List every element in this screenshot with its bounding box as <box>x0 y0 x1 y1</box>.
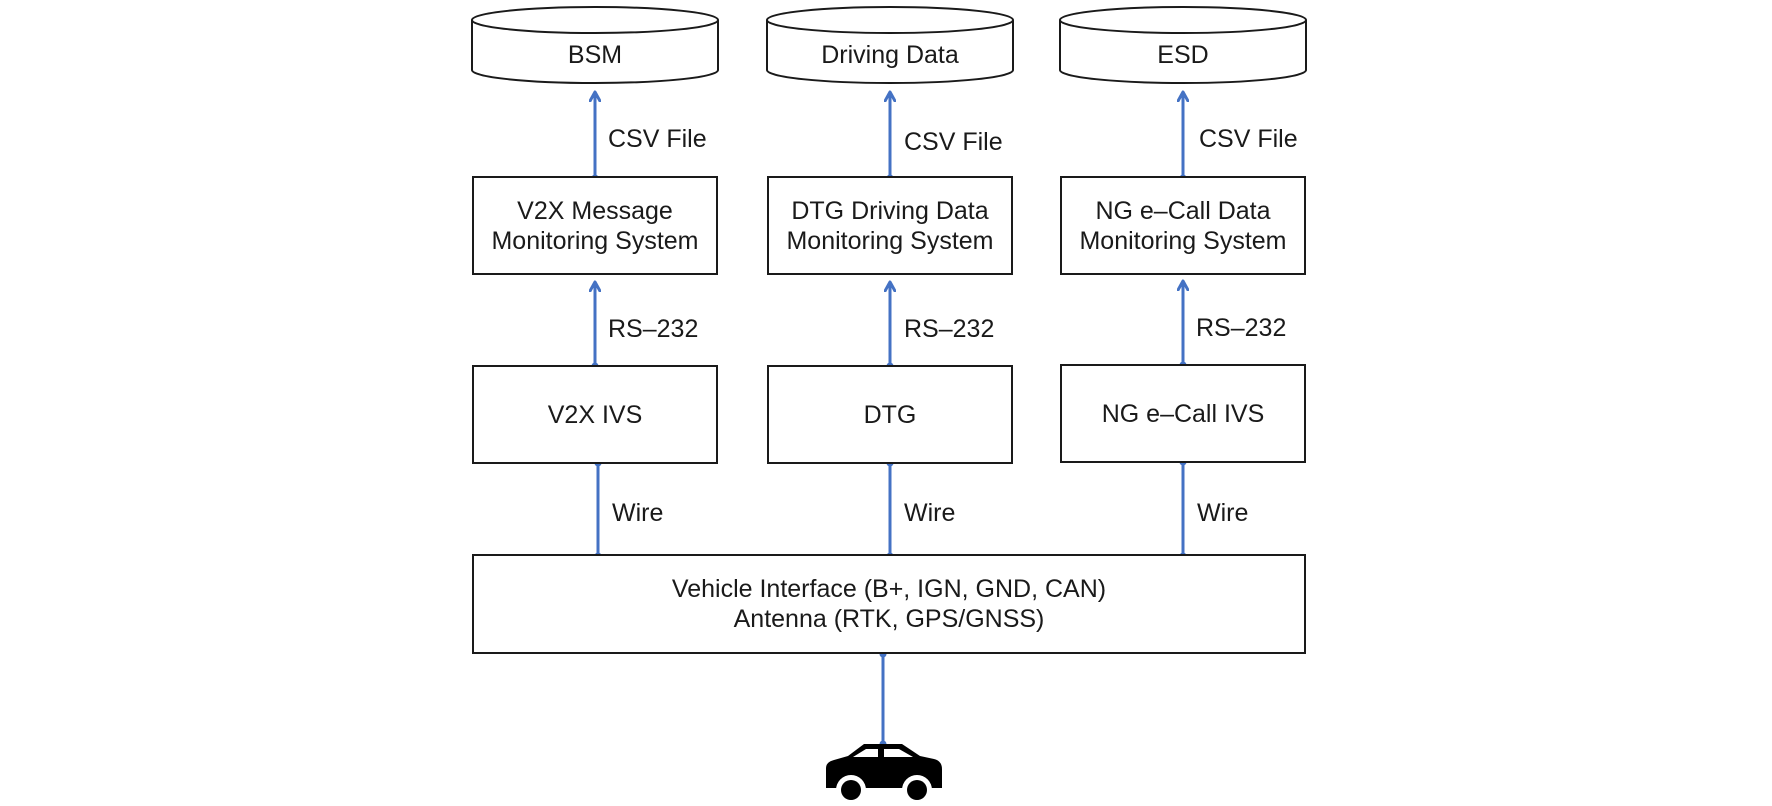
rs232-label-left: RS–232 <box>608 315 699 343</box>
monitor-box-dtg-line1: DTG Driving Data <box>791 196 989 225</box>
wire-label-center: Wire <box>904 499 956 527</box>
rs232-label-right: RS–232 <box>1196 314 1287 342</box>
monitor-box-v2x-line1: V2X Message <box>517 196 673 225</box>
monitor-box-ngecall-line2: Monitoring System <box>1079 226 1287 255</box>
monitor-box-v2x: V2X Message Monitoring System <box>472 176 718 275</box>
csv-label-right: CSV File <box>1199 125 1298 153</box>
csv-label-left: CSV File <box>608 125 707 153</box>
rs232-label-center: RS–232 <box>904 315 995 343</box>
device-box-dtg: DTG <box>767 365 1013 464</box>
database-cylinder-driving-data <box>766 6 1014 84</box>
wire-label-right: Wire <box>1197 499 1249 527</box>
device-box-ngecall-ivs-label: NG e–Call IVS <box>1101 399 1265 428</box>
database-label-bsm: BSM <box>567 41 623 69</box>
device-box-dtg-label: DTG <box>863 400 917 429</box>
monitor-box-ngecall: NG e–Call Data Monitoring System <box>1060 176 1306 275</box>
monitor-box-dtg: DTG Driving Data Monitoring System <box>767 176 1013 275</box>
vehicle-interface-line2: Antenna (RTK, GPS/GNSS) <box>733 605 1045 633</box>
monitor-box-dtg-line2: Monitoring System <box>786 226 994 255</box>
vehicle-interface-line1: Vehicle Interface (B+, IGN, GND, CAN) <box>671 575 1107 603</box>
database-cylinder-bsm <box>471 6 719 84</box>
vehicle-interface-box: Vehicle Interface (B+, IGN, GND, CAN) An… <box>472 554 1306 654</box>
device-box-v2x-ivs-label: V2X IVS <box>547 400 643 429</box>
wire-label-left: Wire <box>612 499 664 527</box>
monitor-box-v2x-line2: Monitoring System <box>491 226 699 255</box>
device-box-ngecall-ivs: NG e–Call IVS <box>1060 364 1306 463</box>
device-box-v2x-ivs: V2X IVS <box>472 365 718 464</box>
database-label-driving-data: Driving Data <box>821 41 959 69</box>
database-cylinder-esd <box>1059 6 1307 84</box>
database-label-esd: ESD <box>1157 41 1209 69</box>
monitor-box-ngecall-line1: NG e–Call Data <box>1095 196 1271 225</box>
csv-label-center: CSV File <box>904 128 1003 156</box>
car-icon <box>826 744 942 805</box>
